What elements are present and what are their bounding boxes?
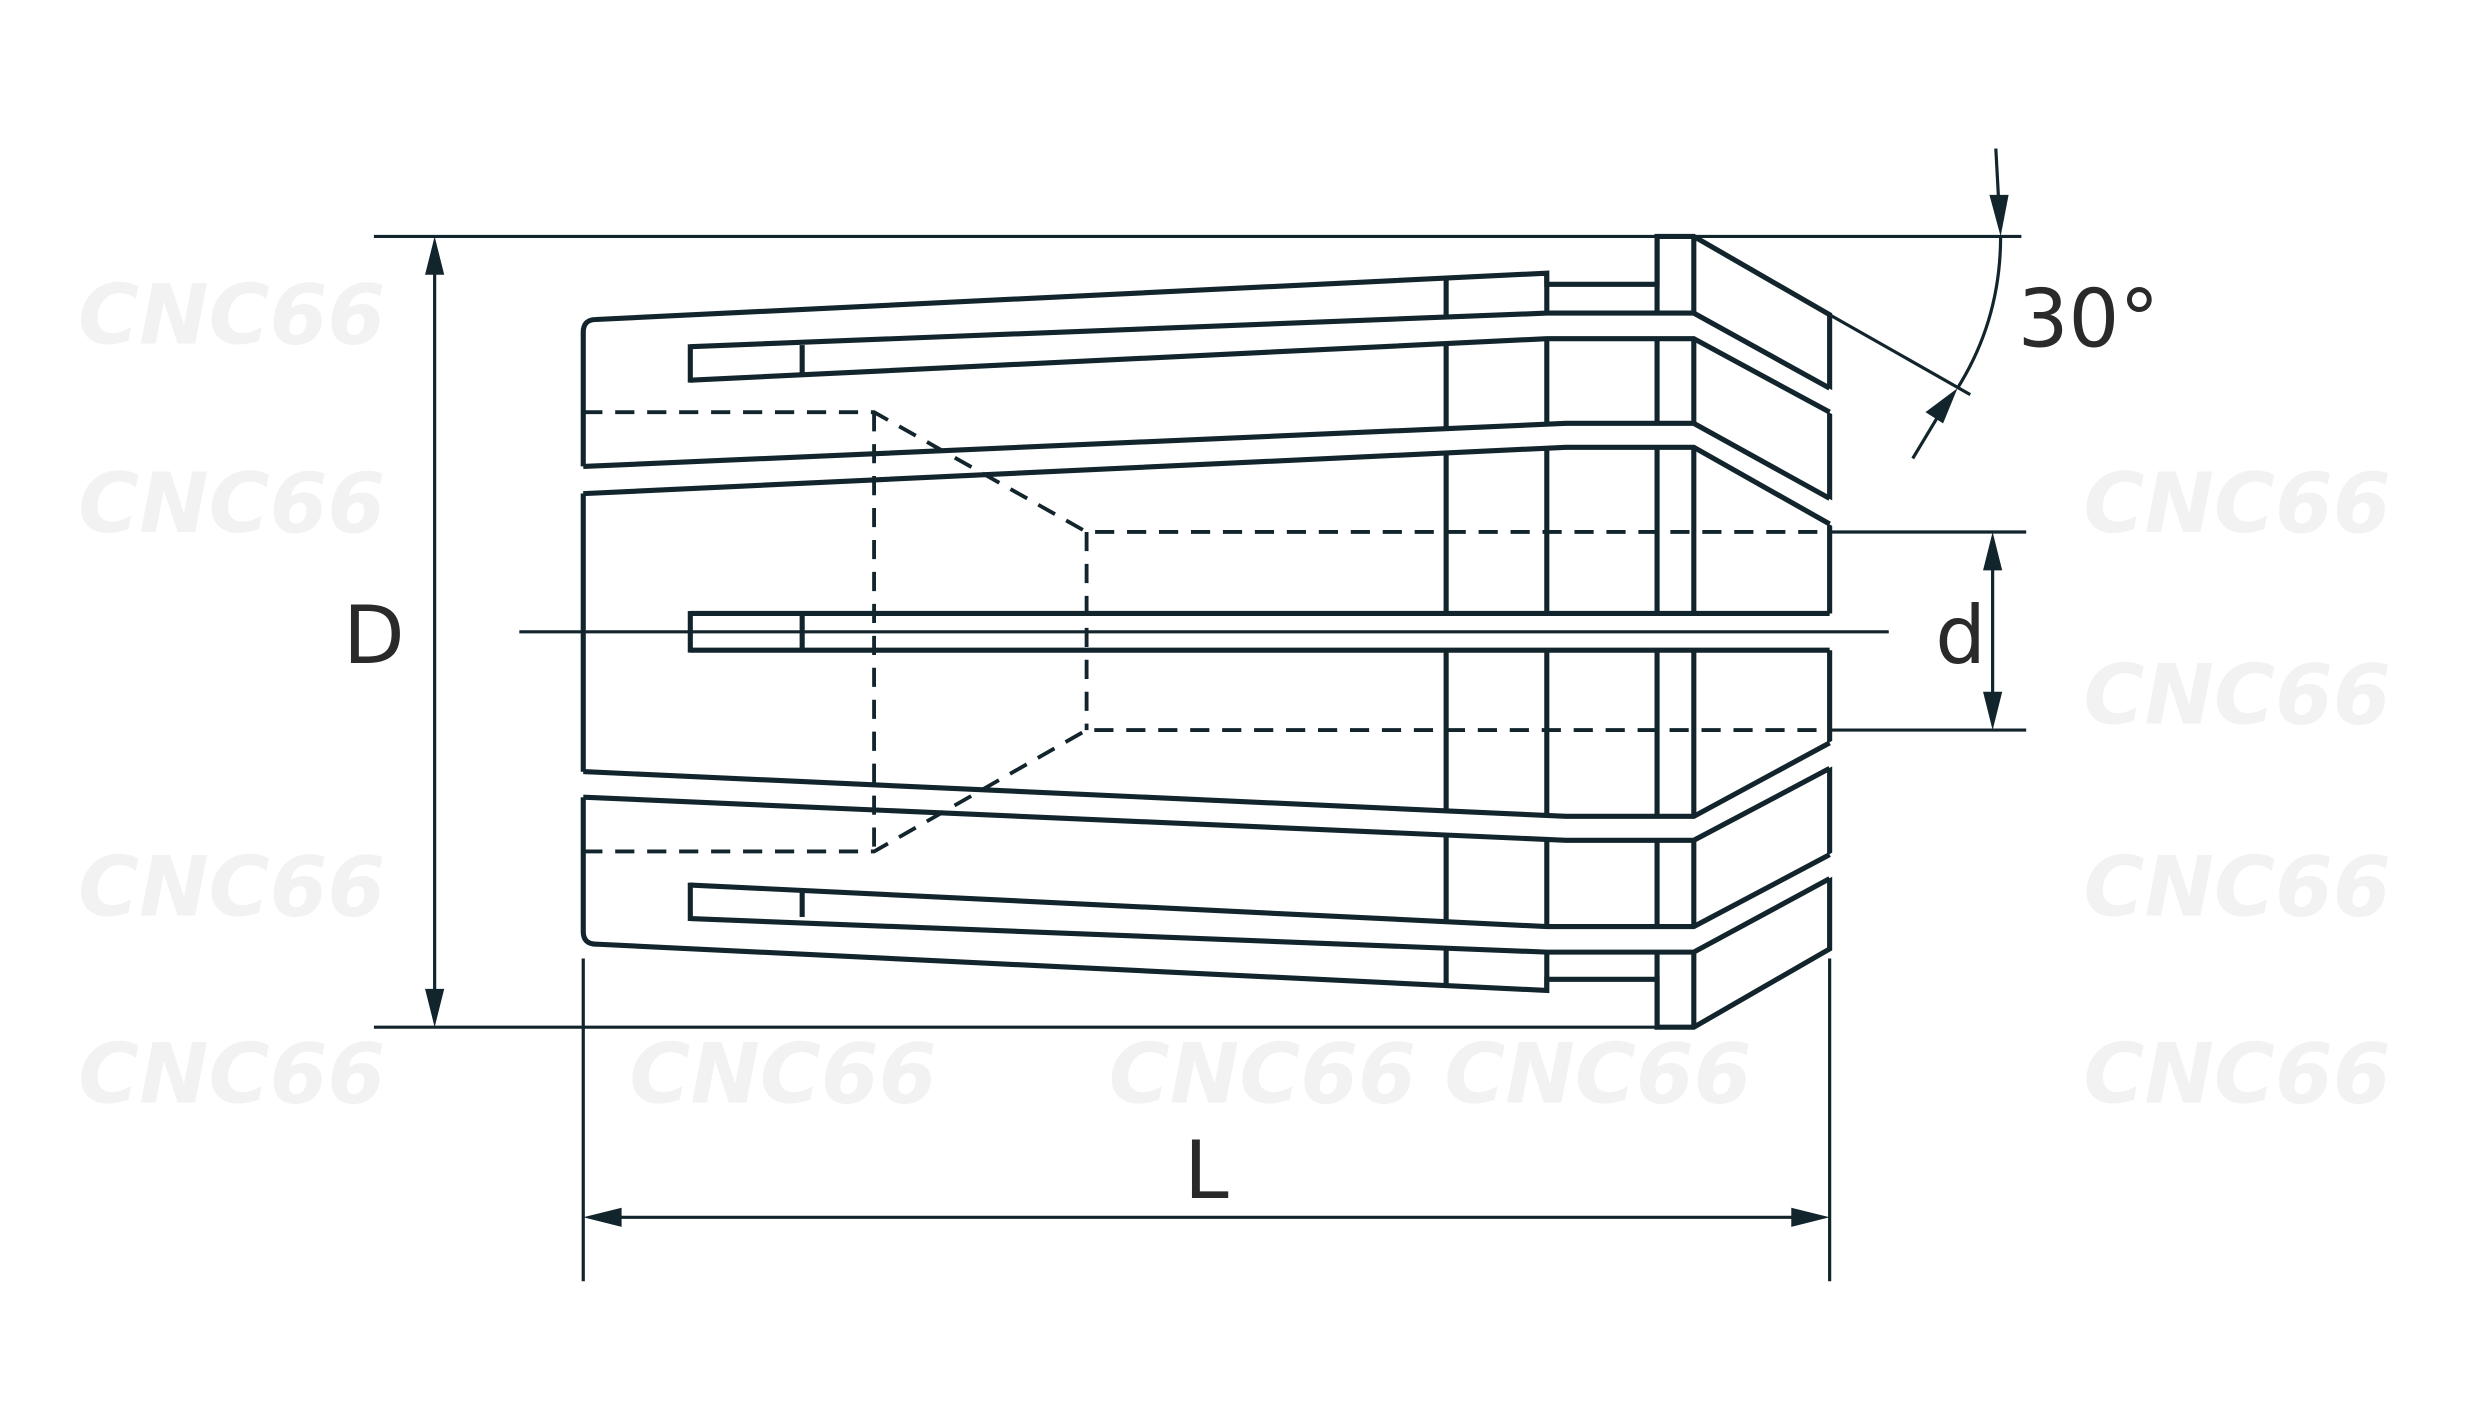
watermark-text: CNC66: [78, 266, 385, 363]
cone-angle-dimension: 30°: [1911, 148, 2160, 460]
watermark-text: CNC66: [1444, 1025, 1751, 1122]
watermark-text: CNC66: [2084, 647, 2391, 744]
watermark-text: CNC66: [2084, 455, 2391, 552]
outer-diameter-label: D: [343, 589, 405, 682]
watermark-text: CNC66: [78, 1025, 385, 1122]
watermark-text: CNC66: [2084, 838, 2391, 935]
watermark-text: CNC66: [78, 455, 385, 552]
length-dimension: L: [583, 1124, 1830, 1227]
outer-diameter-dimension: D: [343, 236, 445, 1028]
bore-diameter-dimension: d: [1935, 531, 2003, 731]
extension-lines: [373, 234, 2027, 1282]
cone-angle-label: 30°: [2018, 273, 2160, 366]
length-label: L: [1184, 1124, 1229, 1217]
watermark-text: CNC66: [1109, 1025, 1416, 1122]
watermark-text: CNC66: [629, 1025, 936, 1122]
slots: [578, 310, 1835, 955]
bore-diameter-label: d: [1935, 589, 1986, 682]
watermark-text: CNC66: [2084, 1025, 2391, 1122]
watermark-text: CNC66: [78, 838, 385, 935]
